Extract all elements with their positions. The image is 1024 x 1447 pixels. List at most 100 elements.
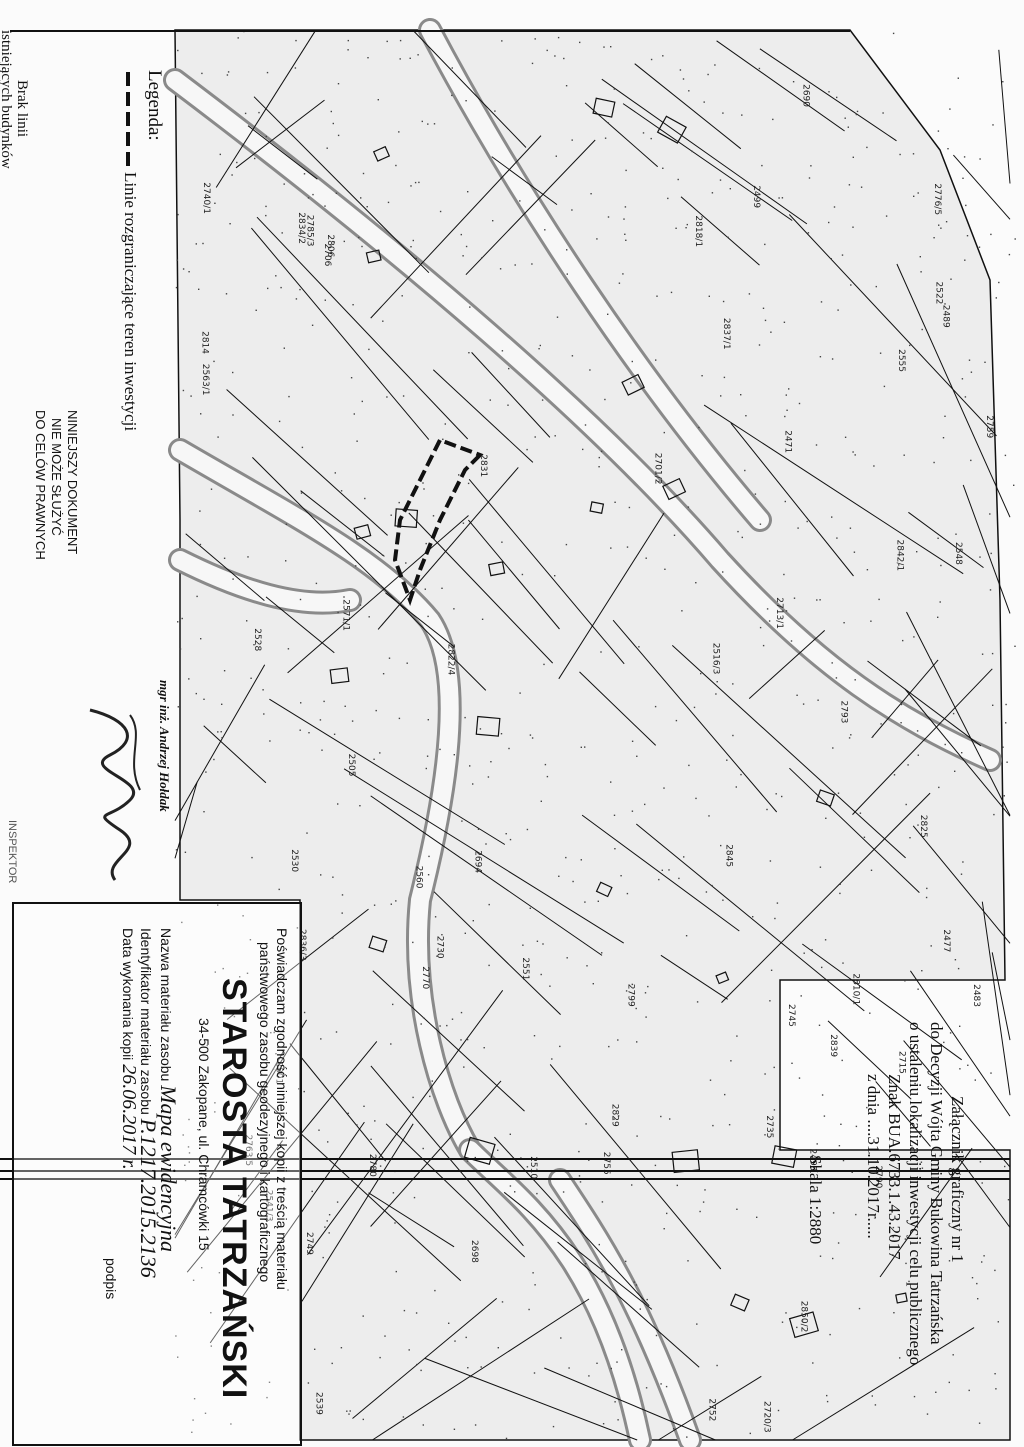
parcel-boundary	[792, 1327, 975, 1441]
noise-dot	[398, 501, 400, 504]
noise-dot	[700, 672, 702, 675]
parcel-boundary	[671, 645, 906, 859]
noise-dot	[855, 1213, 857, 1216]
noise-dot	[909, 837, 911, 839]
parcel-label: 2539	[314, 1392, 324, 1415]
noise-dot	[232, 371, 234, 374]
noise-dot	[904, 980, 906, 982]
noise-dot	[332, 876, 334, 878]
noise-dot	[480, 1366, 482, 1368]
noise-dot	[940, 564, 942, 567]
noise-dot	[531, 62, 534, 65]
noise-dot	[368, 616, 370, 618]
noise-dot	[946, 938, 948, 940]
noise-dot	[938, 786, 940, 789]
noise-dot	[892, 32, 895, 35]
noise-dot	[645, 1016, 647, 1018]
noise-dot	[784, 415, 786, 418]
noise-dot	[401, 295, 403, 297]
noise-dot	[610, 547, 612, 549]
noise-dot	[722, 300, 725, 303]
noise-dot	[601, 1271, 603, 1273]
legend-dashed-line-icon	[126, 72, 130, 167]
noise-dot	[781, 795, 783, 798]
noise-dot	[402, 395, 405, 397]
noise-dot	[265, 214, 267, 217]
noise-dot	[426, 755, 429, 757]
noise-dot	[341, 894, 344, 896]
noise-dot	[198, 288, 200, 290]
noise-dot	[607, 313, 609, 315]
noise-dot	[335, 1031, 338, 1033]
noise-dot	[604, 137, 607, 139]
noise-dot	[387, 201, 390, 204]
noise-dot	[232, 414, 234, 416]
noise-dot	[948, 1260, 951, 1262]
cert-field-2: Identyfikator materiału zasobu P.1217.20…	[136, 928, 161, 1399]
noise-dot	[933, 237, 935, 239]
noise-dot	[1006, 761, 1008, 763]
noise-dot	[272, 1068, 275, 1070]
noise-dot	[462, 255, 464, 257]
parcel-boundary	[289, 1043, 387, 1162]
noise-dot	[379, 752, 381, 754]
noise-dot	[415, 257, 417, 260]
noise-dot	[238, 1194, 240, 1197]
noise-dot	[952, 1354, 954, 1356]
noise-dot	[500, 733, 503, 735]
noise-dot	[326, 1220, 328, 1222]
noise-dot	[607, 122, 609, 124]
parcel-boundary	[748, 630, 826, 699]
noise-dot	[832, 1212, 835, 1214]
noise-dot	[781, 1321, 784, 1323]
noise-dot	[941, 1330, 944, 1332]
noise-dot	[613, 1118, 615, 1120]
parcel-label: 2839	[828, 1034, 838, 1057]
noise-dot	[514, 1191, 516, 1193]
parcel-boundary	[174, 781, 198, 859]
noise-dot	[287, 1289, 289, 1291]
noise-dot	[528, 1308, 530, 1311]
parcel-boundary	[981, 901, 1011, 1096]
noise-dot	[453, 1428, 456, 1430]
noise-dot	[921, 328, 923, 331]
noise-dot	[1014, 645, 1016, 647]
cert-heading-1: Poświadczam zgodność niniejszej kopii z …	[274, 928, 290, 1290]
noise-dot	[534, 436, 536, 438]
noise-dot	[177, 1356, 179, 1358]
noise-dot	[244, 112, 247, 115]
noise-dot	[614, 1401, 616, 1403]
noise-dot	[584, 424, 587, 426]
noise-dot	[675, 719, 678, 722]
noise-dot	[937, 616, 939, 618]
noise-dot	[945, 221, 948, 223]
noise-dot	[399, 39, 402, 42]
noise-dot	[849, 527, 852, 529]
parcel-label: 2706	[322, 244, 332, 267]
noise-dot	[803, 952, 805, 954]
parcel-label: 2505	[346, 754, 356, 777]
noise-dot	[964, 259, 966, 261]
noise-dot	[758, 344, 761, 346]
noise-dot	[427, 123, 429, 125]
noise-dot	[217, 436, 219, 438]
noise-dot	[610, 1367, 612, 1370]
noise-dot	[772, 118, 774, 121]
noise-dot	[667, 197, 669, 200]
handwritten-signature	[89, 708, 141, 881]
noise-dot	[536, 1192, 538, 1195]
noise-dot	[563, 57, 565, 60]
noise-dot	[299, 288, 301, 291]
cut-line-1	[0, 1158, 1010, 1160]
noise-dot	[617, 1039, 619, 1041]
parcel-label: 2551	[520, 957, 530, 980]
parcel-boundary	[730, 422, 854, 577]
noise-dot	[797, 527, 799, 529]
noise-dot	[474, 1156, 476, 1159]
noise-dot	[559, 1045, 561, 1048]
noise-dot	[993, 813, 995, 816]
noise-dot	[340, 1347, 343, 1349]
noise-dot	[192, 1279, 195, 1281]
parcel-boundary	[703, 404, 964, 575]
noise-dot	[603, 46, 605, 48]
